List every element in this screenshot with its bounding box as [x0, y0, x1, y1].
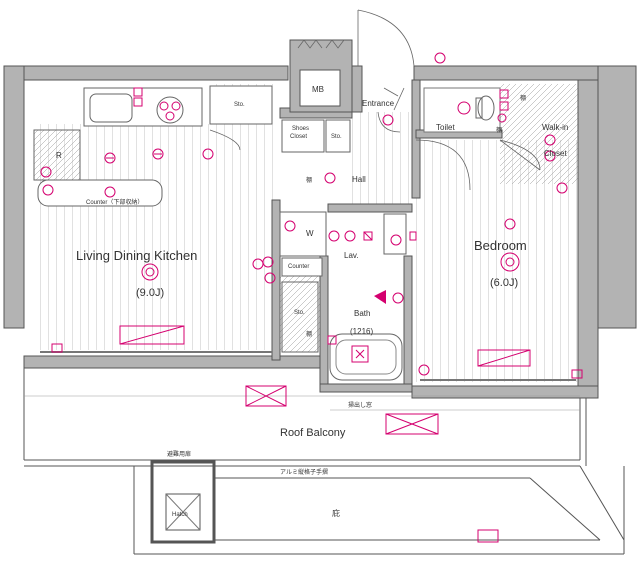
walkin-label-1: Walk-in — [542, 123, 568, 132]
storage-small-label: Sto. — [294, 310, 305, 316]
entrance-label: Entrance — [362, 99, 395, 108]
toilet-room — [423, 87, 501, 133]
shoes-closet — [281, 119, 325, 153]
kitchen-counter-label: Counter（下部収納） — [86, 198, 143, 206]
kitchen-island-counter — [37, 179, 163, 207]
walkin-label-2: Closet — [544, 149, 567, 158]
refrigerator-label: R — [56, 151, 62, 160]
hall-storage-label: Sto. — [331, 134, 342, 140]
hatch-label: Hatch — [172, 512, 188, 518]
lav-label: Lav. — [344, 251, 359, 260]
bedroom-size-label: (6.0J) — [490, 277, 518, 289]
window-note: 掃出し窓 — [348, 401, 372, 409]
storage-small — [281, 281, 319, 353]
shoes-label-1: Shoes — [292, 126, 309, 132]
refrigerator-space — [33, 129, 81, 181]
ldk-label: Living Dining Kitchen — [76, 248, 197, 263]
lav-counter — [281, 257, 323, 277]
balcony-label: Roof Balcony — [280, 427, 346, 439]
hall-label: Hall — [352, 175, 366, 184]
balcony-area — [23, 351, 587, 467]
lav-counter-label: Counter — [288, 264, 309, 270]
electrical-equipment — [40, 52, 583, 543]
evac-door-label: 避難用扉 — [167, 450, 191, 458]
bath-label: Bath — [354, 309, 370, 318]
shelf-label-lav: 棚 — [306, 330, 312, 338]
kitchen-storage — [209, 85, 273, 125]
kitchen-counter — [83, 87, 203, 127]
shoes-label-2: Closet — [290, 134, 307, 140]
aluminum-rail-label: アルミ縦格子手摺 — [280, 468, 328, 476]
kitchen-storage-label: Sto. — [234, 102, 245, 108]
mb-label: MB — [312, 85, 324, 94]
shelf-label-closet: 棚 — [520, 94, 526, 102]
washer-space — [279, 211, 327, 257]
bathtub — [329, 333, 403, 381]
walls — [3, 39, 637, 399]
washer-label: W — [306, 229, 314, 238]
bath-size-label: (1216) — [350, 327, 373, 336]
ldk-size-label: (9.0J) — [136, 287, 164, 299]
eaves-area — [133, 460, 625, 555]
shelf-label-toilet: 棚 — [496, 126, 502, 134]
doors — [209, 9, 541, 191]
toilet-label: Toilet — [436, 123, 455, 132]
eaves-label: 庇 — [332, 508, 340, 518]
hall-storage — [325, 119, 351, 153]
toilet-bowl — [477, 95, 495, 121]
bedroom-label: Bedroom — [474, 238, 527, 253]
shelf-label-hall: 棚 — [306, 176, 312, 184]
vanity — [383, 213, 407, 255]
